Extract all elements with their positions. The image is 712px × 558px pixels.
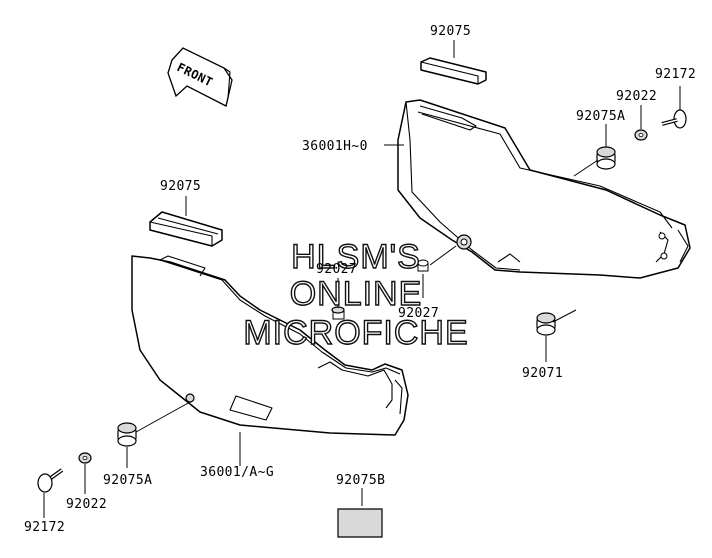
side-cover-left [131,255,409,436]
washer-top-right [634,129,648,141]
label-92075a-top: 92075A [576,109,625,124]
front-arrow-icon: FRONT [167,47,233,107]
bolt-bottom-left [37,468,64,493]
washer-bottom-left [78,452,92,464]
grommet-top-right [596,146,616,170]
watermark-line-3: MICROFICHE [243,314,468,352]
bolt-top-right [661,109,687,129]
label-92172-bottom: 92172 [24,520,65,535]
label-36001-a-g: 36001/A~G [200,465,274,480]
side-cover-right [397,99,691,279]
label-92022-top: 92022 [616,89,657,104]
label-92022-bottom: 92022 [66,497,107,512]
label-92075-left: 92075 [160,179,201,194]
label-36001h-0: 36001H~0 [302,139,368,154]
strip-top [420,57,487,85]
strip-bottom [337,508,383,538]
label-92075b: 92075B [336,473,385,488]
damper-upper [417,259,429,272]
label-92027-upper: 92027 [316,262,357,277]
label-92071: 92071 [522,366,563,381]
label-92075a-bottom: 92075A [103,473,152,488]
strip-left [149,211,223,247]
leader-lines [43,40,681,518]
label-92075-top: 92075 [430,24,471,39]
watermark-line-1: HLSM'S [291,238,421,276]
watermark-line-2: ONLINE [290,275,423,313]
watermark: HLSM'S ONLINE MICROFICHE [243,237,469,352]
grommet-bottom-left [117,422,137,447]
grommet-right [536,312,556,336]
label-92027-lower: 92027 [398,306,439,321]
part-labels: 92075 92172 92022 92075A 36001H~0 92075 … [24,24,696,535]
label-92172-top: 92172 [655,67,696,82]
